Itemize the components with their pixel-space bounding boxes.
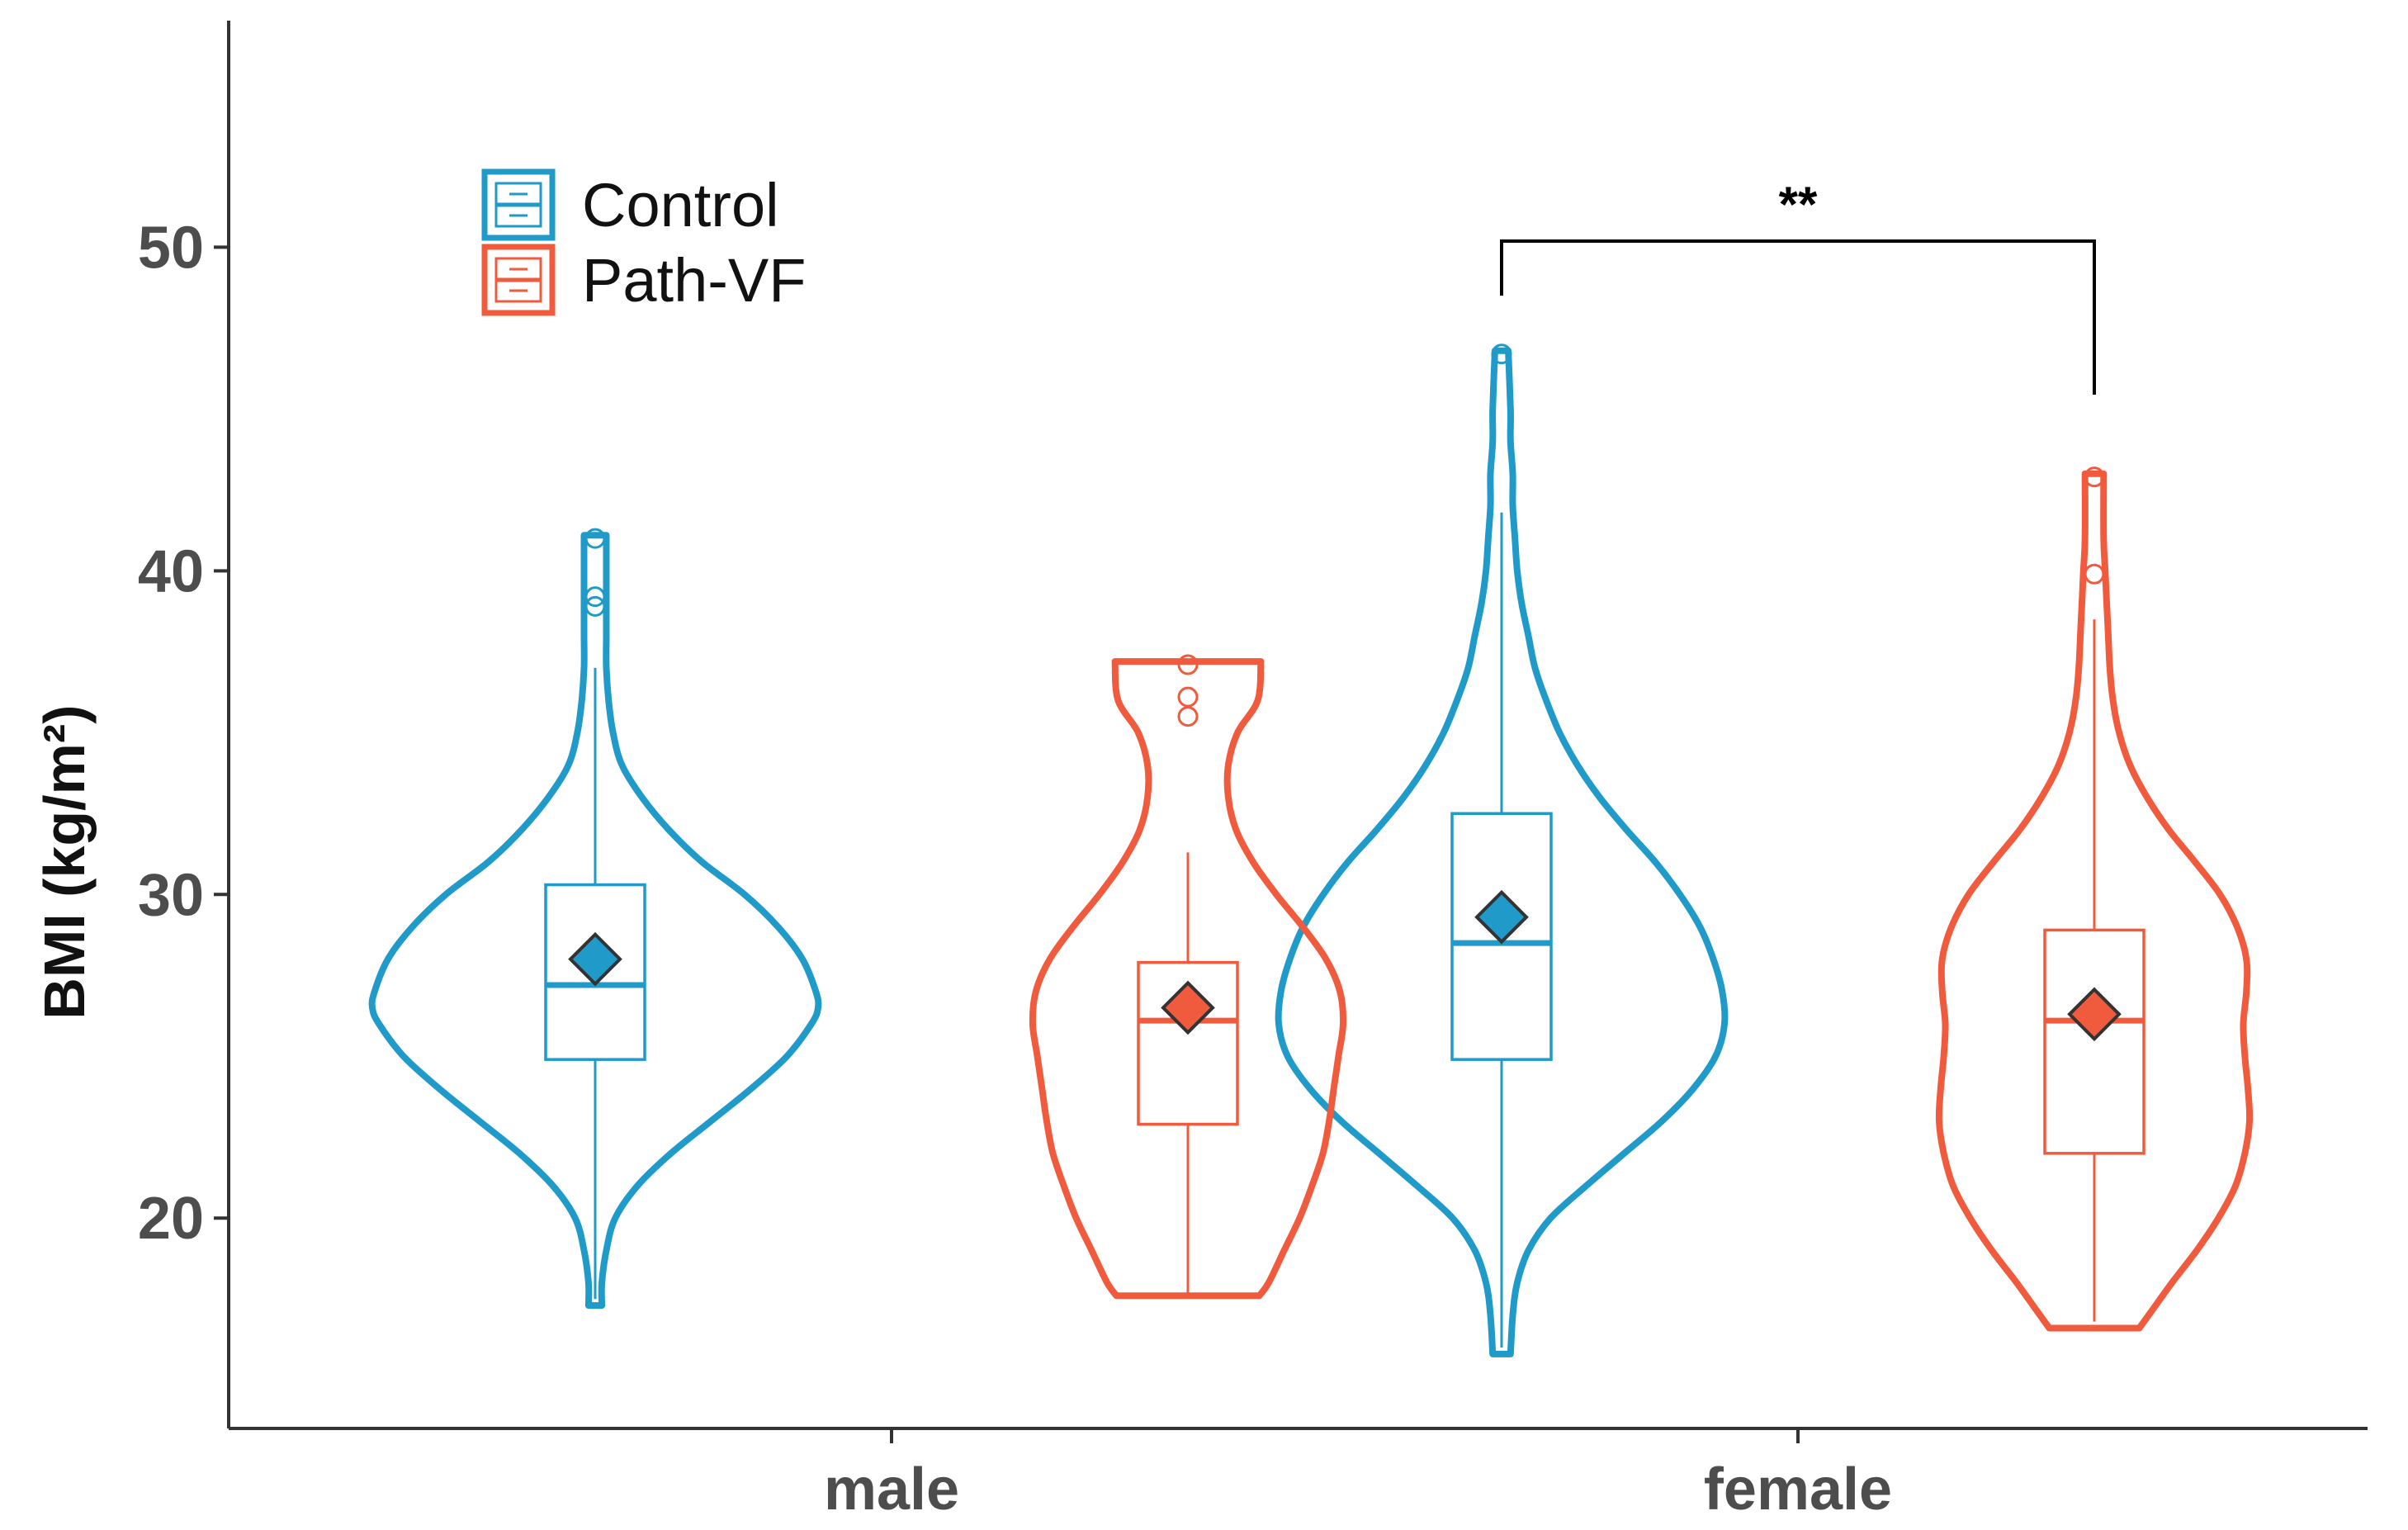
outlier-point [584, 595, 606, 617]
bracket-line [1500, 239, 2096, 395]
plot-area [368, 343, 2254, 1357]
outlier-point [1177, 654, 1199, 675]
mean-marker [2067, 987, 2122, 1042]
legend-label: Control [582, 171, 779, 239]
x-tick-label-male: male [824, 1457, 959, 1523]
legend-item-path-vf: Path-VF [481, 244, 806, 316]
legend-key [481, 168, 556, 241]
violin-outline [368, 532, 822, 1310]
outlier-point [1491, 343, 1512, 365]
y-tick-label: 30 [138, 862, 204, 928]
violin-path-vf-female [1935, 467, 2254, 1332]
mean-marker [1161, 980, 1215, 1035]
outlier-point [1177, 706, 1199, 727]
legend-key [481, 244, 556, 316]
box-iqr [1450, 812, 1553, 1061]
significance-bracket: ** [1500, 177, 2096, 395]
x-tick-label-female: female [1704, 1457, 1892, 1523]
x-axis-ticks: male female [824, 1428, 1892, 1523]
y-axis-ticks: 20 30 40 50 [138, 215, 229, 1252]
legend-label: Path-VF [582, 246, 806, 315]
box-iqr [2043, 928, 2145, 1155]
legend-item-control: Control [481, 168, 779, 241]
significance-label: ** [1779, 177, 1818, 232]
y-tick-label: 20 [138, 1186, 204, 1252]
mean-marker [568, 931, 622, 987]
violin-control-female [1275, 343, 1729, 1357]
significance-annotations: ** [1500, 177, 2096, 395]
y-axis-title: BMI (kg/m²) [32, 705, 97, 1020]
outlier-point [2084, 563, 2105, 585]
violin-outline [1029, 658, 1347, 1300]
mean-marker [1474, 889, 1529, 945]
outlier-point [584, 528, 606, 549]
violin-control-male [368, 528, 822, 1310]
outlier-point [1177, 686, 1199, 708]
box-iqr [1137, 960, 1239, 1126]
axes: 20 30 40 50 male female BMI (kg/m²) [32, 21, 2368, 1523]
y-tick-label: 40 [138, 538, 204, 604]
violin-path-vf-male [1029, 654, 1347, 1300]
outlier-point [584, 586, 606, 608]
outlier-point [2084, 467, 2105, 488]
box-iqr [544, 883, 646, 1061]
violin-outline [1275, 347, 1729, 1357]
y-tick-label: 50 [138, 215, 204, 281]
